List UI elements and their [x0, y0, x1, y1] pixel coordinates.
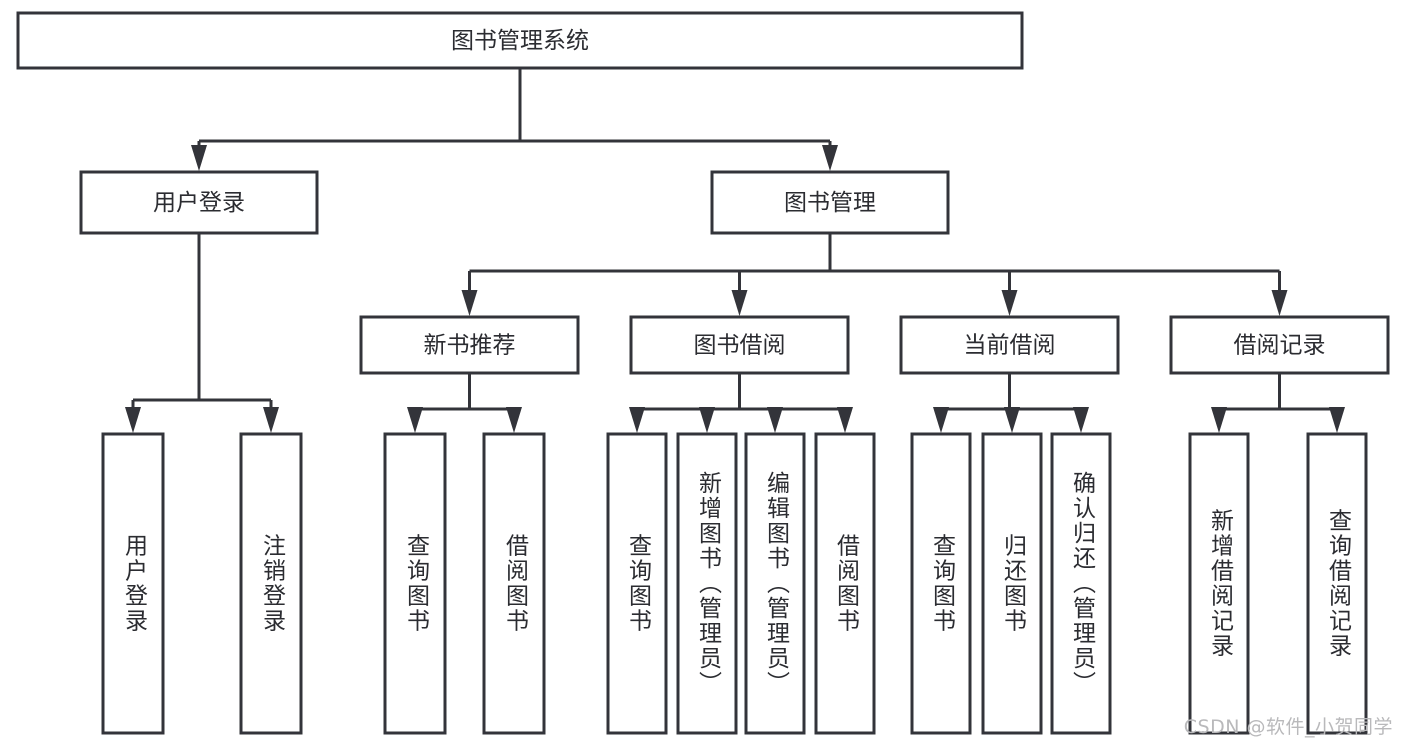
node-label: 查询图书 — [929, 534, 957, 634]
flow-node-leaf_4[interactable]: 查询图书 — [606, 432, 668, 735]
node-label: 查询图书 — [403, 534, 431, 634]
arrow-head-icon — [933, 407, 949, 433]
node-label: 图书借阅 — [694, 333, 786, 359]
arrow-head-icon — [822, 145, 838, 171]
node-label: 归还图书 — [1000, 534, 1028, 634]
flow-node-leaf_11[interactable]: 新增借阅记录 — [1188, 432, 1250, 735]
arrow-head-icon — [767, 407, 783, 433]
node-box — [359, 315, 580, 375]
node-label: 借阅图书 — [502, 534, 530, 634]
node-box — [1169, 315, 1390, 375]
flow-node-l3_3[interactable]: 借阅记录 — [1169, 315, 1390, 375]
node-box — [239, 432, 303, 735]
node-layer: 图书管理系统用户登录图书管理新书推荐图书借阅当前借阅借阅记录用户登录注销登录查询… — [16, 11, 1390, 735]
node-box — [910, 432, 972, 735]
flow-node-leaf_6[interactable]: 编辑图书（管理员） — [744, 432, 806, 735]
flow-node-leaf_0[interactable]: 用户登录 — [101, 432, 165, 735]
node-label: 当前借阅 — [964, 333, 1056, 359]
node-box — [981, 432, 1043, 735]
node-box — [1050, 432, 1112, 735]
node-box — [606, 432, 668, 735]
node-label: 查询借阅记录 — [1325, 509, 1353, 659]
flow-node-l2_1[interactable]: 图书管理 — [710, 170, 950, 235]
arrow-head-icon — [837, 407, 853, 433]
flow-node-l3_1[interactable]: 图书借阅 — [629, 315, 850, 375]
arrow-head-icon — [191, 145, 207, 171]
flow-node-leaf_8[interactable]: 查询图书 — [910, 432, 972, 735]
arrow-head-icon — [1073, 407, 1089, 433]
node-label: 借阅图书 — [833, 534, 861, 634]
node-box — [16, 11, 1024, 70]
node-box — [744, 432, 806, 735]
flow-node-leaf_2[interactable]: 查询图书 — [383, 432, 447, 735]
node-label: 新增图书（管理员） — [695, 471, 723, 696]
flow-node-l3_2[interactable]: 当前借阅 — [899, 315, 1120, 375]
node-box — [482, 432, 546, 735]
arrow-head-icon — [1004, 407, 1020, 433]
arrow-head-icon — [506, 407, 522, 433]
node-box — [79, 170, 319, 235]
flow-node-leaf_10[interactable]: 确认归还（管理员） — [1050, 432, 1112, 735]
flow-node-leaf_1[interactable]: 注销登录 — [239, 432, 303, 735]
node-label: 图书管理系统 — [451, 28, 589, 54]
node-label: 借阅记录 — [1234, 333, 1326, 359]
arrow-head-icon — [731, 290, 748, 316]
flow-node-l3_0[interactable]: 新书推荐 — [359, 315, 580, 375]
flow-node-leaf_12[interactable]: 查询借阅记录 — [1306, 432, 1368, 735]
arrow-head-icon — [125, 407, 141, 433]
node-box — [1306, 432, 1368, 735]
arrow-head-icon — [263, 407, 279, 433]
flow-node-leaf_3[interactable]: 借阅图书 — [482, 432, 546, 735]
node-label: 用户登录 — [153, 190, 245, 216]
node-label: 编辑图书（管理员） — [763, 471, 791, 696]
arrow-head-icon — [1211, 407, 1227, 433]
node-label: 查询图书 — [625, 534, 653, 634]
node-label: 确认归还（管理员） — [1069, 471, 1097, 696]
node-label: 新书推荐 — [424, 333, 516, 359]
arrow-head-icon — [407, 407, 423, 433]
node-box — [101, 432, 165, 735]
node-box — [1188, 432, 1250, 735]
node-label: 图书管理 — [784, 190, 876, 216]
node-box — [383, 432, 447, 735]
node-label: 注销登录 — [259, 534, 287, 634]
arrow-head-icon — [699, 407, 715, 433]
connector-layer — [125, 68, 1345, 433]
arrow-head-icon — [1271, 290, 1288, 316]
node-label: 新增借阅记录 — [1207, 509, 1235, 659]
node-box — [676, 432, 738, 735]
csdn-watermark: CSDN @软件_小贺同学 — [1183, 716, 1393, 738]
flow-node-leaf_5[interactable]: 新增图书（管理员） — [676, 432, 738, 735]
node-box — [710, 170, 950, 235]
arrow-head-icon — [629, 407, 645, 433]
flow-node-leaf_7[interactable]: 借阅图书 — [814, 432, 876, 735]
arrow-head-icon — [1329, 407, 1345, 433]
node-box — [899, 315, 1120, 375]
arrow-head-icon — [461, 290, 478, 316]
flow-node-leaf_9[interactable]: 归还图书 — [981, 432, 1043, 735]
node-box — [814, 432, 876, 735]
flow-node-root[interactable]: 图书管理系统 — [16, 11, 1024, 70]
arrow-head-icon — [1001, 290, 1018, 316]
node-label: 用户登录 — [121, 534, 149, 634]
node-box — [629, 315, 850, 375]
flow-node-l2_0[interactable]: 用户登录 — [79, 170, 319, 235]
